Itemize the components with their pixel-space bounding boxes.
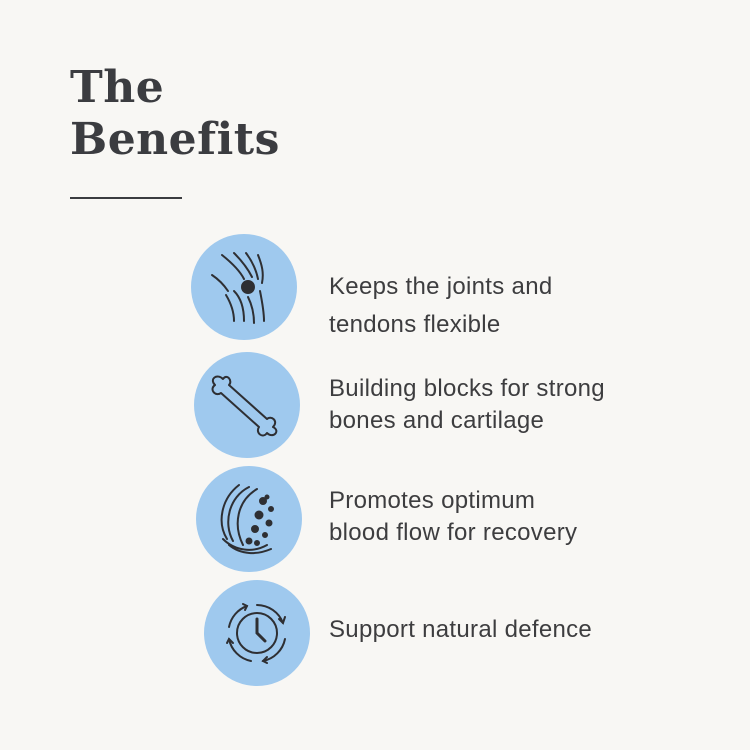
benefit-icon-circle <box>191 234 297 340</box>
benefit-text: Keeps the joints and tendons flexible <box>329 273 553 338</box>
title-line-2: Benefits <box>70 114 280 165</box>
knee-joint-icon <box>211 252 265 324</box>
page-title: The Benefits <box>70 62 280 166</box>
benefit-text: Building blocks for strong bones and car… <box>329 375 605 434</box>
clock-cycle-icon <box>226 603 286 664</box>
benefit-icon-circle <box>204 580 310 686</box>
benefit-icon-circle <box>196 466 302 572</box>
benefit-text: Promotes optimum blood flow for recovery <box>329 487 578 546</box>
benefit-text: Support natural defence <box>329 616 593 643</box>
benefit-icon-circle <box>194 352 300 458</box>
title-divider <box>70 197 182 199</box>
blood-flow-icon <box>220 484 274 555</box>
title-line-1: The <box>70 62 165 113</box>
bone-icon <box>211 375 278 437</box>
